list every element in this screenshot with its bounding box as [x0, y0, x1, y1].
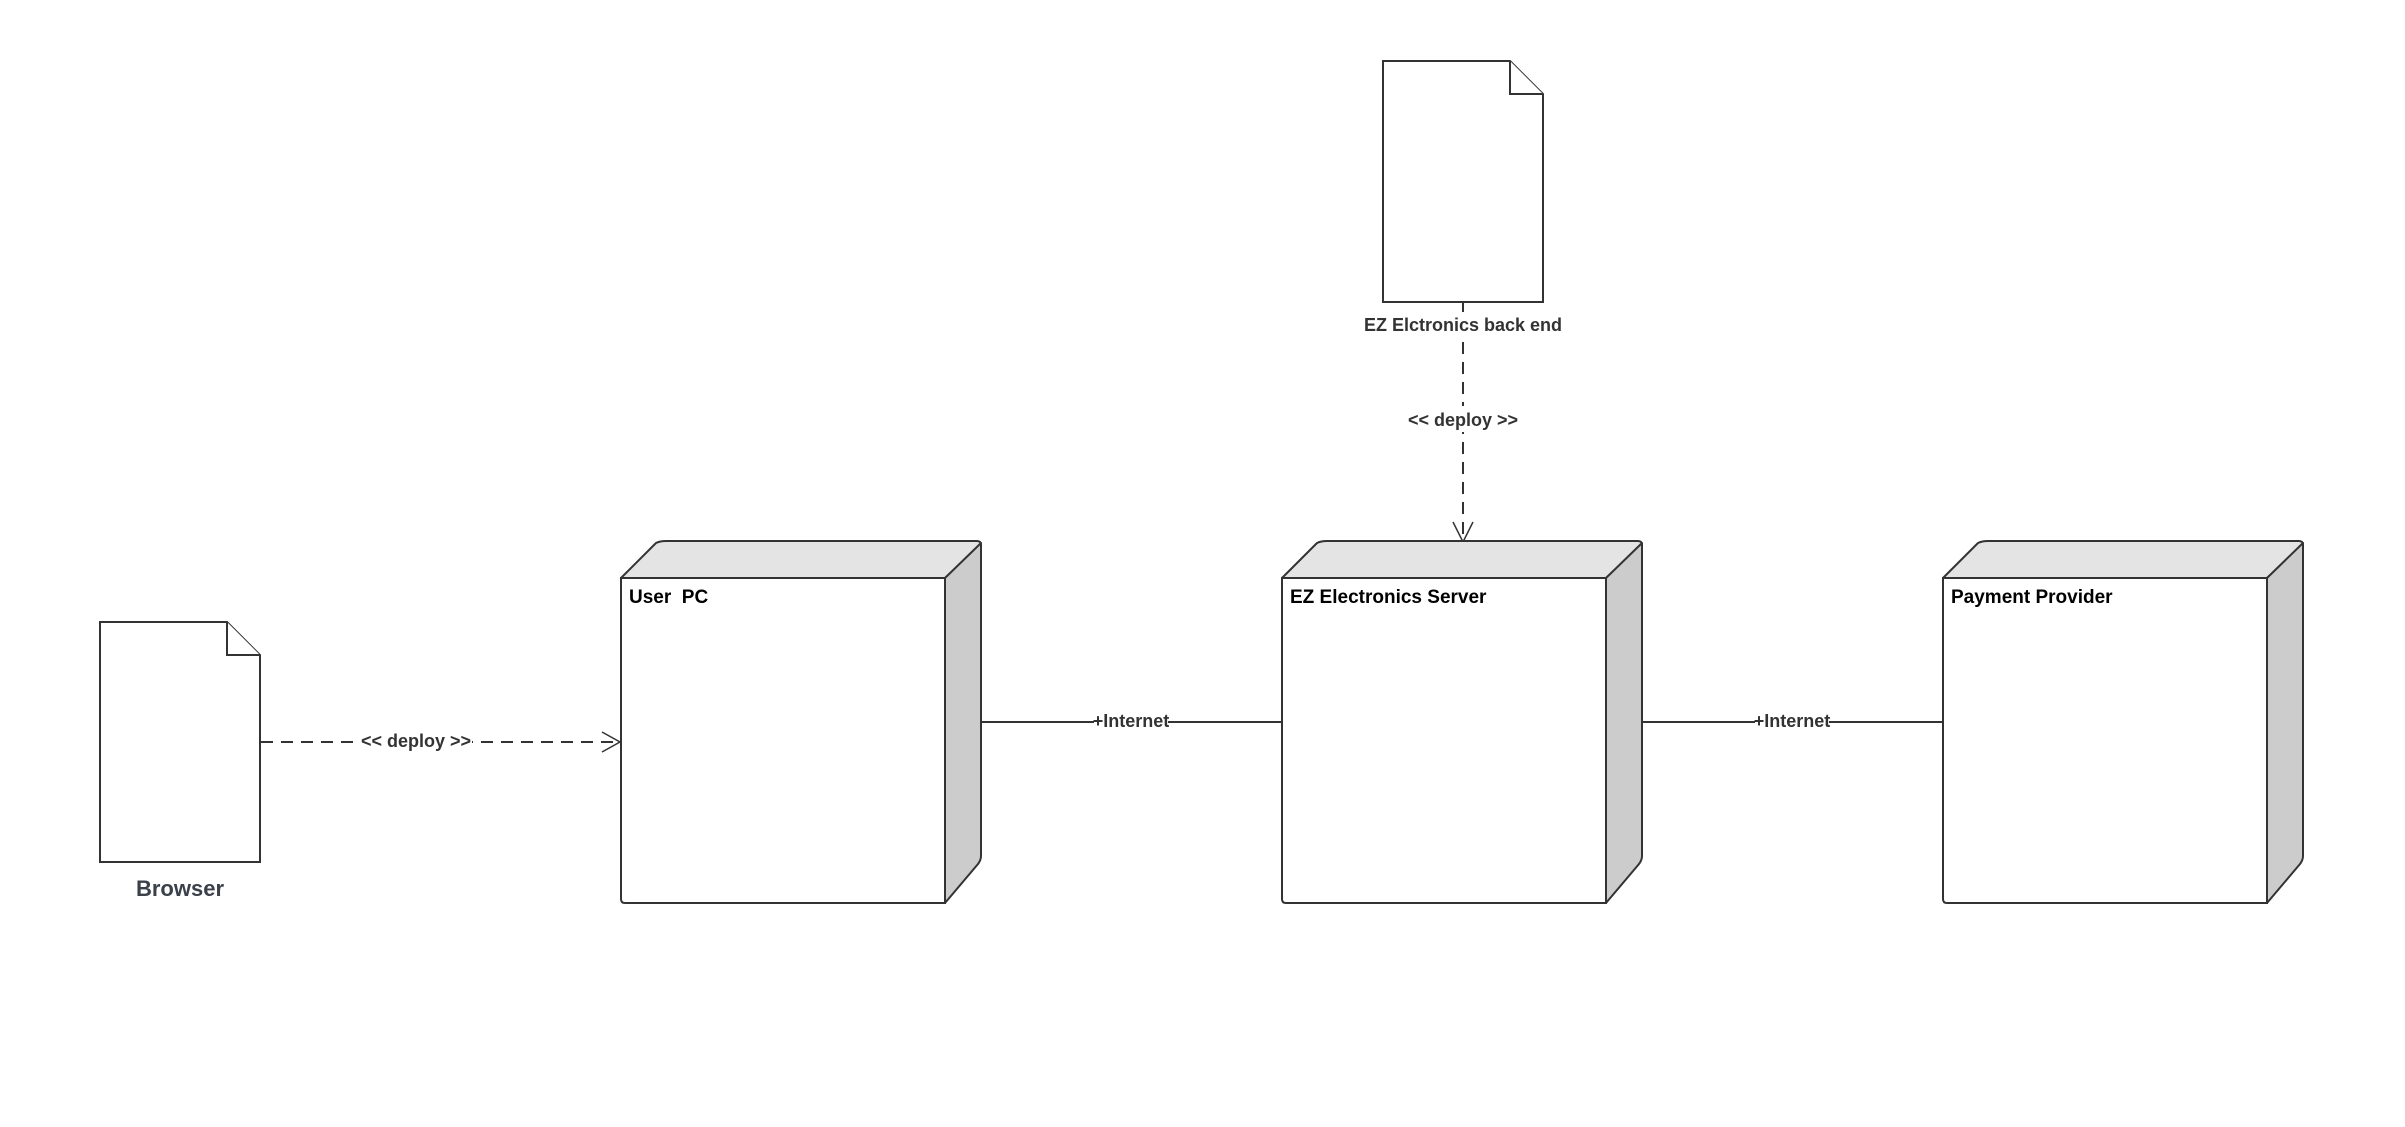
browser-artifact[interactable]: Browser [99, 621, 261, 901]
backend-deploy-label: << deploy >> [1408, 410, 1518, 430]
server-payment-label: +Internet [1754, 711, 1831, 731]
server-payment-label-group: +Internet [1754, 708, 1831, 734]
payment-provider-label: Payment Provider [1951, 587, 2113, 608]
payment-provider-node[interactable]: Payment Provider [1942, 540, 2304, 904]
pc-server-label-group: +Internet [1093, 708, 1170, 734]
backend-deploy-label-group: << deploy >> [1405, 406, 1521, 432]
backend-artifact-label: EZ Elctronics back end [1364, 315, 1562, 335]
browser-artifact-label: Browser [136, 876, 224, 901]
browser-deploy-label: << deploy >> [361, 731, 471, 751]
ez-server-label: EZ Electronics Server [1290, 587, 1487, 608]
user-pc-label: User PC [629, 587, 708, 608]
ez-server-node[interactable]: EZ Electronics Server [1281, 540, 1643, 904]
backend-artifact[interactable]: EZ Elctronics back end [1360, 60, 1566, 336]
browser-deploy-label-group: << deploy >> [360, 728, 472, 754]
user-pc-node[interactable]: User PC [620, 540, 982, 904]
pc-server-label: +Internet [1093, 711, 1170, 731]
